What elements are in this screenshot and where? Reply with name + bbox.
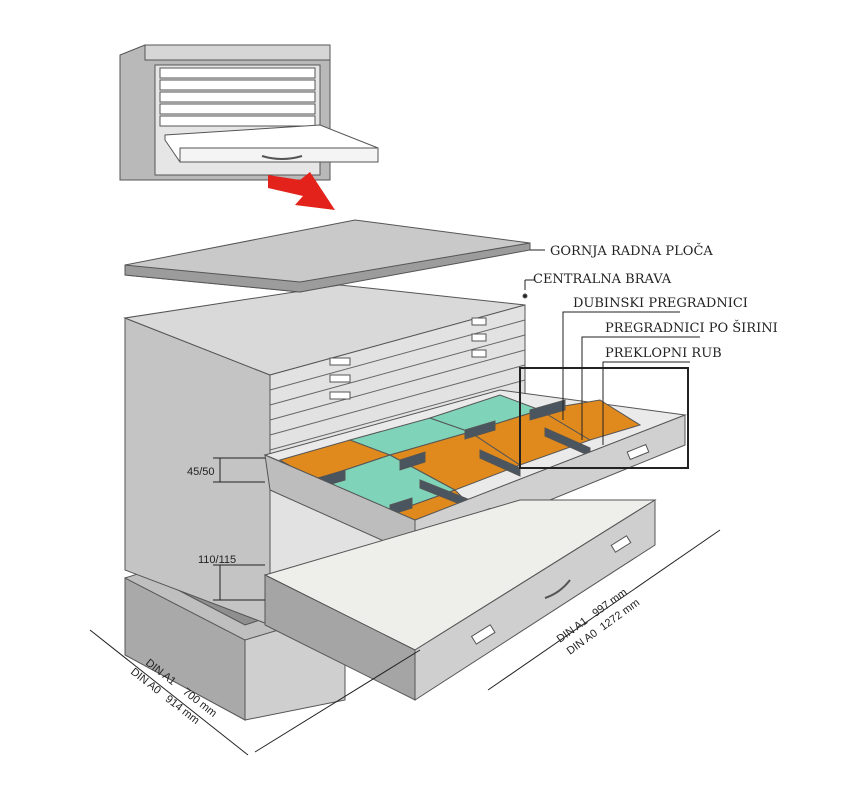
bottom-drawer xyxy=(263,499,657,701)
overview-cabinet xyxy=(119,44,379,181)
pull-arrow-icon xyxy=(268,172,335,210)
callout-lines xyxy=(89,249,721,756)
label-top-plate: GORNJA RADNA PLOČA xyxy=(550,242,713,259)
label-width-dividers: PREGRADNICI PO ŠIRINI xyxy=(605,319,778,336)
drawer-height-label: 45/50 xyxy=(187,466,215,478)
label-flap-edge: PREKLOPNI RUB xyxy=(605,346,722,361)
label-depth-dividers: DUBINSKI PREGRADNICI xyxy=(573,296,748,311)
label-central-lock: CENTRALNA BRAVA xyxy=(533,272,672,287)
open-drawer-dividers xyxy=(263,389,687,556)
bottom-drawer-height-label: 110/115 xyxy=(198,554,236,566)
